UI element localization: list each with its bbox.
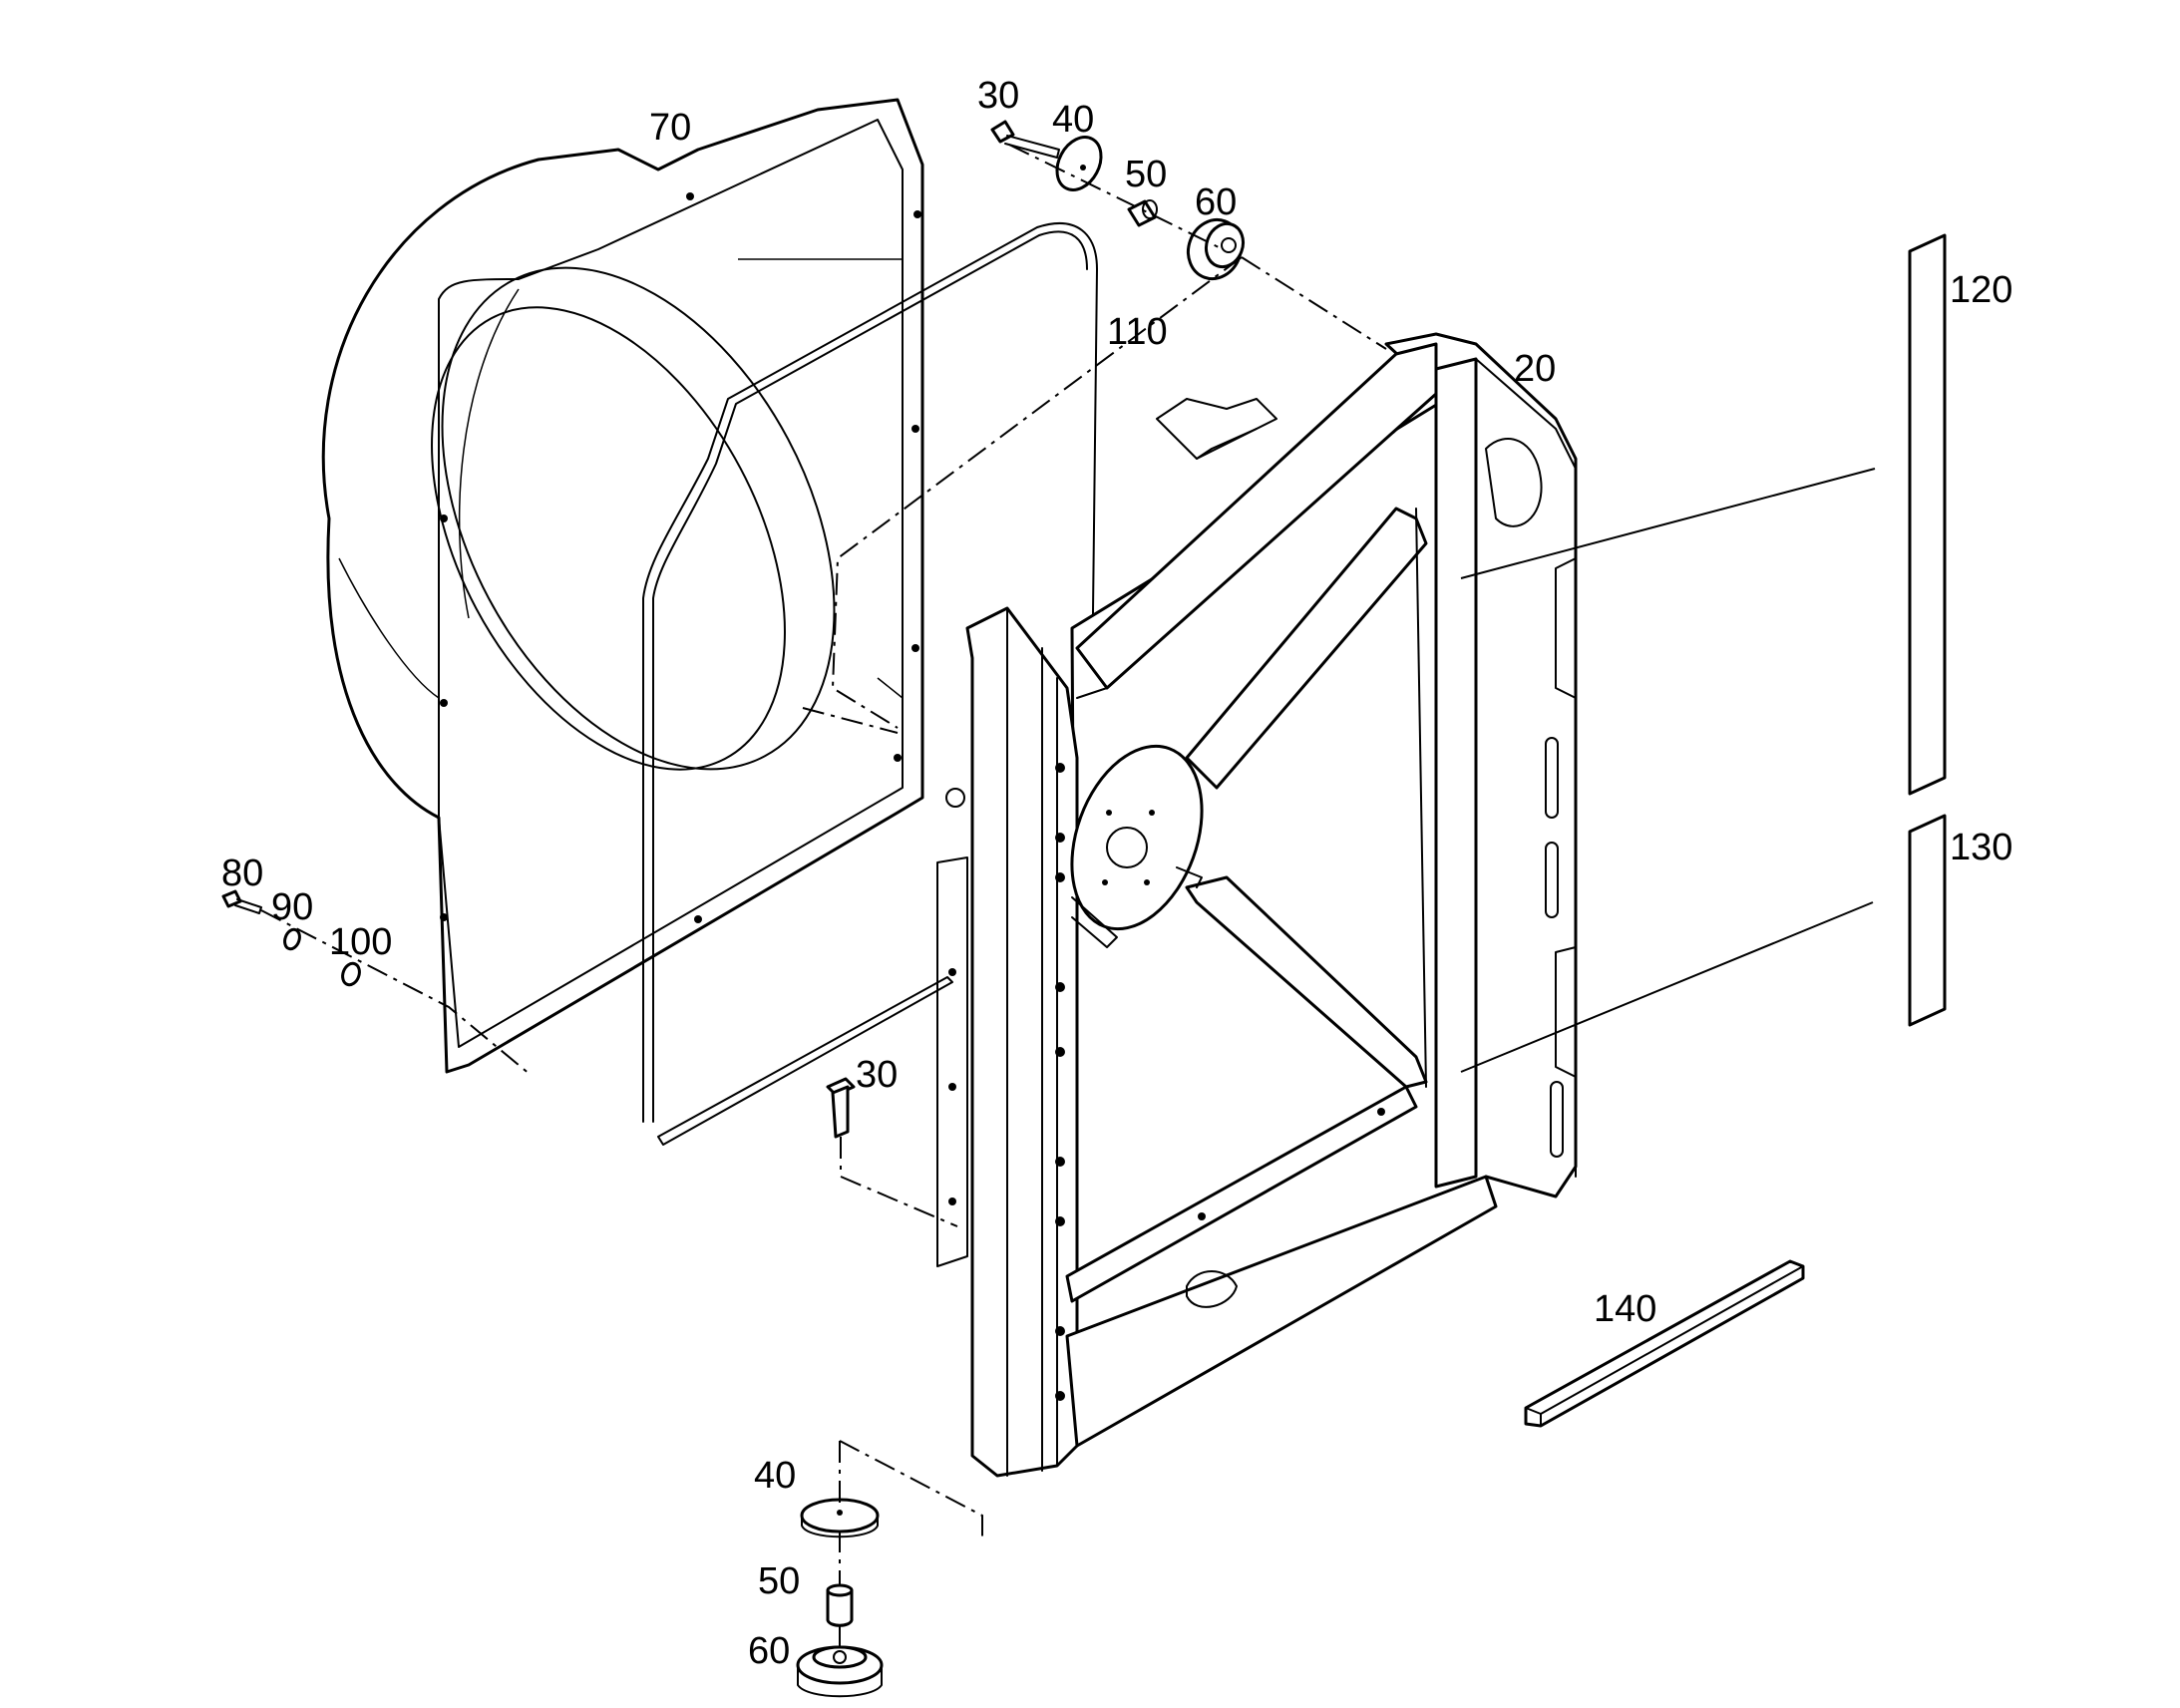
bottom-bolt-30 <box>826 1077 856 1139</box>
foam-strip-120 <box>1908 233 1947 796</box>
foam-strip-130 <box>1908 814 1947 1027</box>
callout-30-top: 30 <box>977 75 1019 117</box>
seal-110 <box>642 222 1098 1146</box>
top-rubber-mount-60 <box>1187 217 1246 281</box>
leader-lines <box>1460 468 1876 1073</box>
bottom-rubber-mount-60 <box>796 1645 884 1698</box>
top-spacer-50 <box>1127 199 1158 227</box>
callout-40-bottom: 40 <box>754 1455 796 1497</box>
callout-130: 130 <box>1950 827 2012 868</box>
callout-50-top: 50 <box>1125 154 1167 195</box>
left-lock-washer-90 <box>283 927 301 951</box>
foam-strip-140 <box>1524 1259 1805 1428</box>
fan-shroud-70 <box>321 98 924 1074</box>
left-washer-100 <box>341 961 361 987</box>
callout-60-bottom: 60 <box>748 1630 790 1672</box>
callout-50-bottom: 50 <box>758 1560 800 1602</box>
top-bolt-30 <box>990 120 1060 159</box>
callout-20: 20 <box>1514 348 1556 390</box>
callout-90: 90 <box>271 886 313 928</box>
radiator-frame-20 <box>936 332 1578 1478</box>
callout-60-top: 60 <box>1195 181 1237 223</box>
left-bolt-80 <box>221 889 262 914</box>
callout-120: 120 <box>1950 269 2012 311</box>
callout-labels: 70 30 40 50 60 110 20 120 130 80 90 100 … <box>221 75 2012 1672</box>
top-washer-40 <box>1055 136 1103 191</box>
callout-80: 80 <box>221 853 263 894</box>
assembly-center-lines <box>260 144 1387 1650</box>
callout-70: 70 <box>649 107 691 149</box>
callout-40-top: 40 <box>1052 99 1094 141</box>
bottom-spacer-50 <box>826 1583 854 1627</box>
callout-140: 140 <box>1594 1288 1656 1330</box>
callout-100: 100 <box>329 921 392 963</box>
callout-30-bottom: 30 <box>856 1054 898 1096</box>
callout-110: 110 <box>1107 311 1168 353</box>
